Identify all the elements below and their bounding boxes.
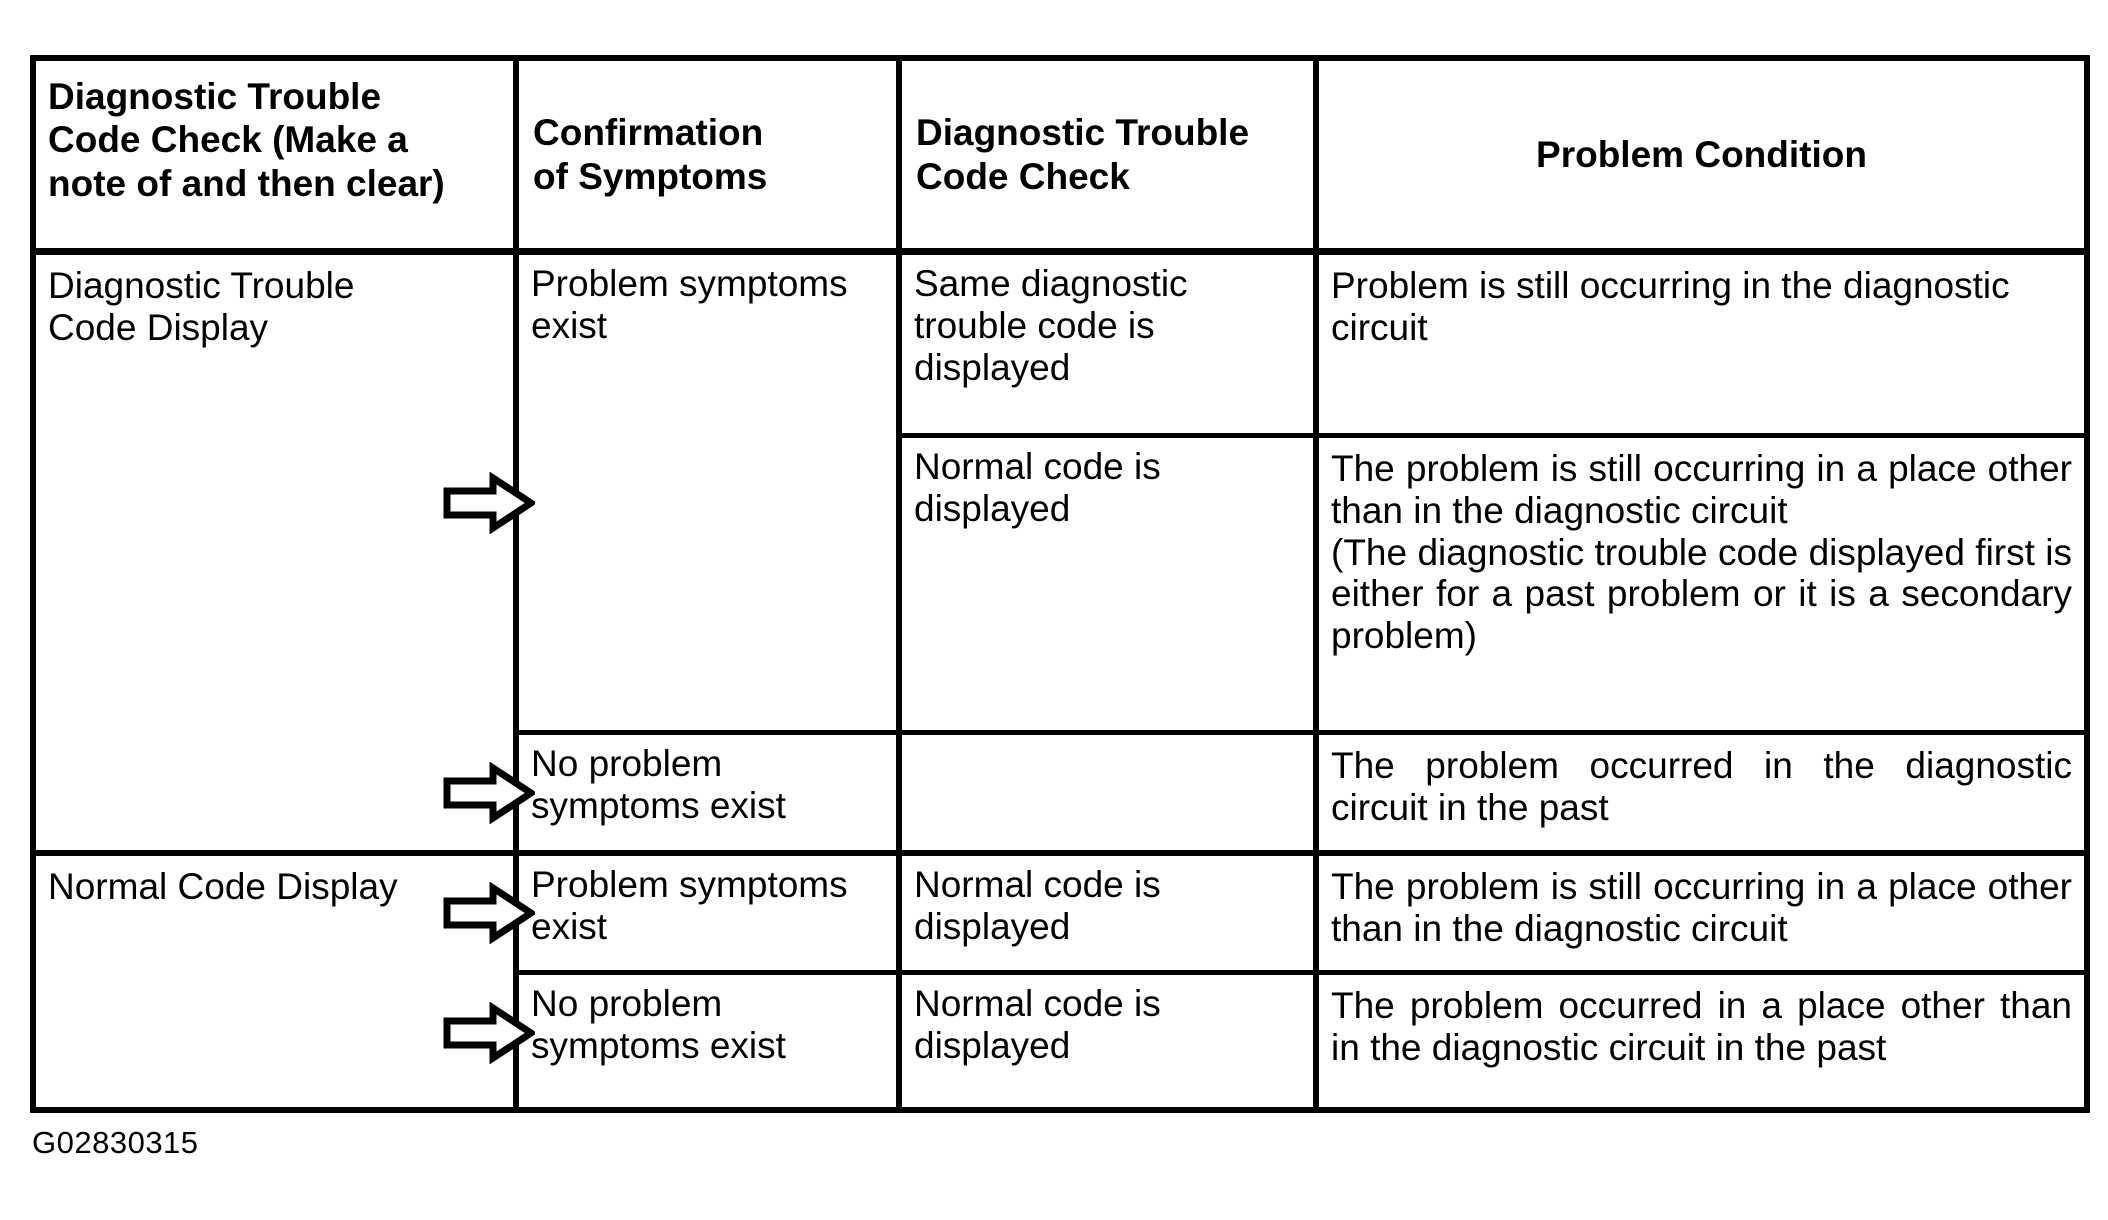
cell-symptoms-r5: No problem symptoms exist: [519, 975, 896, 1107]
cell-problem-condition-r3: The problem occurred in the diagnostic c…: [1319, 735, 2084, 850]
cell-dtc-check-dtc-display: Diagnostic Trouble Code Display: [36, 255, 513, 850]
cell-code-check-r4: Normal code is displayed: [902, 856, 1313, 970]
flow-arrow-1: [443, 472, 535, 534]
column-divider-1: [513, 61, 519, 1107]
cell-symptoms-r1: Problem symptoms exist: [519, 255, 896, 730]
cell-problem-condition-r5-label: The problem occurred in a place other th…: [1331, 985, 2072, 1068]
header-col-2: Confirmation of Symptoms: [519, 61, 896, 248]
header-col-4-label: Problem Condition: [1536, 133, 1867, 175]
row-divider-r3-r4: [36, 850, 2084, 856]
cell-problem-condition-r2: The problem is still occurring in a plac…: [1319, 438, 2084, 730]
cell-problem-condition-r4-label: The problem is still occurring in a plac…: [1331, 866, 2072, 949]
row-divider-r2-r3: [513, 730, 2084, 735]
cell-symptoms-r3: No problem symptoms exist: [519, 735, 896, 850]
cell-code-check-r1-label: Same diagnostic trouble code is displaye…: [914, 263, 1188, 388]
cell-code-check-r1: Same diagnostic trouble code is displaye…: [902, 255, 1313, 433]
cell-problem-condition-r1: Problem is still occurring in the diagno…: [1319, 255, 2084, 433]
column-divider-2: [896, 61, 902, 1107]
cell-code-check-r2: Normal code is displayed: [902, 438, 1313, 730]
cell-problem-condition-r2-label: The problem is still occurring in a plac…: [1331, 448, 2072, 657]
diagnostic-trouble-code-table: Diagnostic Trouble Code Check (Make a no…: [30, 55, 2090, 1113]
cell-problem-condition-r3-label: The problem occurred in the diagnostic c…: [1331, 745, 2072, 828]
header-col-3: Diagnostic Trouble Code Check: [902, 61, 1313, 248]
header-col-1: Diagnostic Trouble Code Check (Make a no…: [36, 61, 513, 248]
column-divider-3: [1313, 61, 1319, 1107]
cell-code-check-r4-label: Normal code is displayed: [914, 864, 1161, 947]
cell-symptoms-r1-label: Problem symptoms exist: [531, 263, 848, 346]
cell-symptoms-r4-label: Problem symptoms exist: [531, 864, 848, 947]
header-bottom-rule: [36, 248, 2084, 255]
flow-arrow-4: [443, 1002, 535, 1064]
cell-dtc-check-normal-display-label: Normal Code Display: [48, 866, 398, 907]
cell-problem-condition-r4: The problem is still occurring in a plac…: [1319, 856, 2084, 970]
row-divider-r4-r5: [513, 970, 2084, 975]
header-col-2-label: Confirmation of Symptoms: [533, 112, 768, 197]
cell-code-check-r2-label: Normal code is displayed: [914, 446, 1161, 529]
header-col-1-label: Diagnostic Trouble Code Check (Make a no…: [48, 76, 445, 204]
header-col-4: Problem Condition: [1319, 61, 2084, 248]
cell-dtc-check-normal-display: Normal Code Display: [36, 856, 513, 1107]
cell-symptoms-r4: Problem symptoms exist: [519, 856, 896, 970]
cell-dtc-check-dtc-display-label: Diagnostic Trouble Code Display: [48, 265, 355, 348]
flow-arrow-2: [443, 762, 535, 824]
cell-code-check-r5: Normal code is displayed: [902, 975, 1313, 1107]
cell-symptoms-r5-label: No problem symptoms exist: [531, 983, 786, 1066]
flow-arrow-3: [443, 882, 535, 944]
cell-problem-condition-r1-label: Problem is still occurring in the diagno…: [1331, 265, 2010, 348]
cell-problem-condition-r5: The problem occurred in a place other th…: [1319, 975, 2084, 1107]
row-divider-r1-r2: [896, 433, 2084, 438]
cell-code-check-r3: [902, 735, 1313, 850]
header-col-3-label: Diagnostic Trouble Code Check: [916, 112, 1250, 197]
cell-code-check-r5-label: Normal code is displayed: [914, 983, 1161, 1066]
cell-symptoms-r3-label: No problem symptoms exist: [531, 743, 786, 826]
figure-id-label: G02830315: [32, 1125, 199, 1160]
